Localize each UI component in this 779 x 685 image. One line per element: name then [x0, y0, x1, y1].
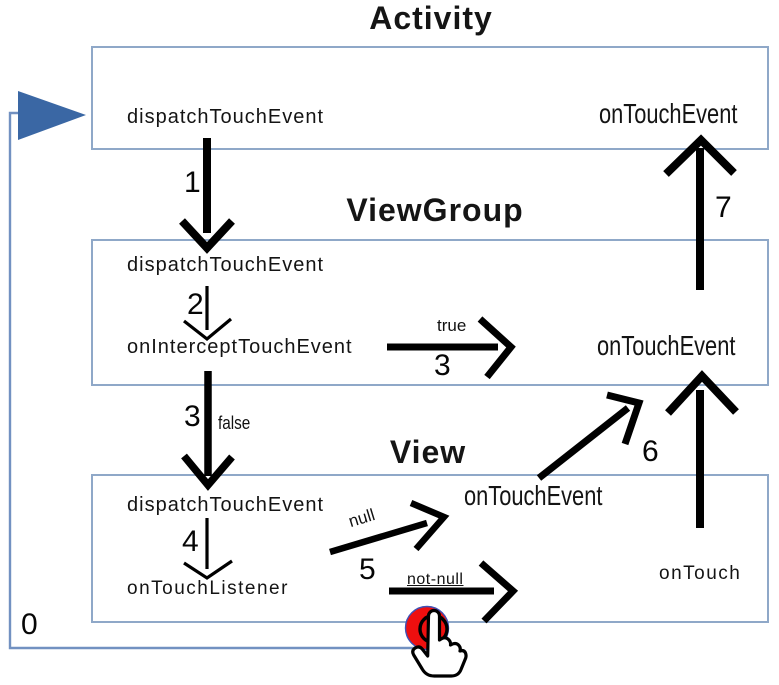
step-7-label: 7: [715, 191, 732, 224]
viewgroup-onintercepttouchevent-label: onInterceptTouchEvent: [127, 336, 353, 358]
viewgroup-ontouchevent-label: onTouchEvent: [597, 330, 736, 361]
true-condition-label: true: [437, 316, 467, 335]
activity-dispatchtouchevent-label: dispatchTouchEvent: [127, 106, 325, 128]
step-2-label: 2: [187, 288, 204, 321]
step-3-false-label: 3: [184, 400, 201, 433]
view-title: View: [389, 434, 467, 470]
step-3-true-label: 3: [434, 349, 451, 382]
view-ontouchevent-label: onTouchEvent: [464, 480, 603, 511]
view-dispatchtouchevent-label: dispatchTouchEvent: [127, 494, 325, 516]
step-6-label: 6: [642, 435, 659, 468]
arrow-step-6: [536, 391, 644, 481]
viewgroup-dispatchtouchevent-label: dispatchTouchEvent: [127, 254, 325, 276]
step-5-label: 5: [359, 553, 376, 586]
viewgroup-title: ViewGroup: [346, 192, 524, 228]
step-1-label: 1: [184, 166, 201, 199]
activity-box: [91, 46, 769, 150]
activity-ontouchevent-label: onTouchEvent: [599, 98, 738, 129]
step-0-label: 0: [21, 608, 38, 641]
view-ontouch-label: onTouch: [659, 563, 742, 584]
view-ontouchlistener-label: onTouchListener: [127, 578, 289, 599]
entry-triangle-icon: [18, 91, 86, 140]
activity-title: Activity: [369, 0, 493, 36]
notnull-condition-label: not-null: [407, 571, 464, 588]
step-4-label: 4: [182, 525, 199, 558]
false-condition-label: false: [218, 413, 251, 433]
